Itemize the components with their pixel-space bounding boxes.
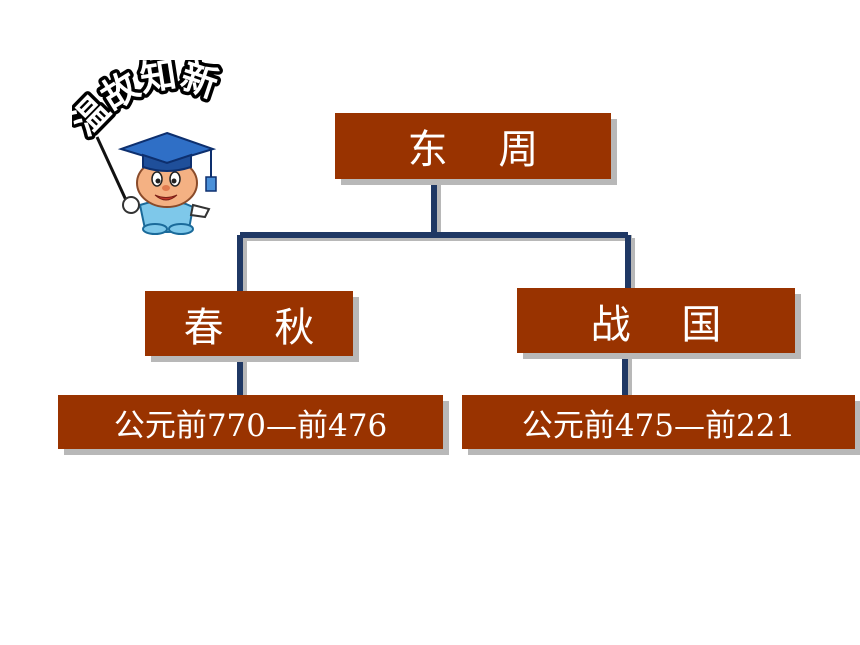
- teacher-mascot-icon: [95, 131, 217, 235]
- heading-art: 温故知新 温故知新: [72, 60, 226, 147]
- period-chunqiu: 公元前770—前476: [58, 395, 443, 449]
- node-dongzhou-label: 东 周: [407, 127, 539, 173]
- period-zhanguo: 公元前475—前221: [462, 395, 855, 449]
- node-chunqiu: 春 秋: [145, 291, 353, 356]
- node-zhanguo: 战 国: [517, 288, 795, 353]
- period-zhanguo-text: 公元前475—前221: [521, 407, 796, 444]
- node-zhanguo-label: 战 国: [590, 301, 722, 348]
- node-dongzhou: 东 周: [335, 113, 611, 179]
- period-chunqiu-text: 公元前770—前476: [113, 407, 388, 444]
- node-chunqiu-label: 春 秋: [183, 304, 315, 351]
- graduation-cap-icon: [117, 131, 217, 192]
